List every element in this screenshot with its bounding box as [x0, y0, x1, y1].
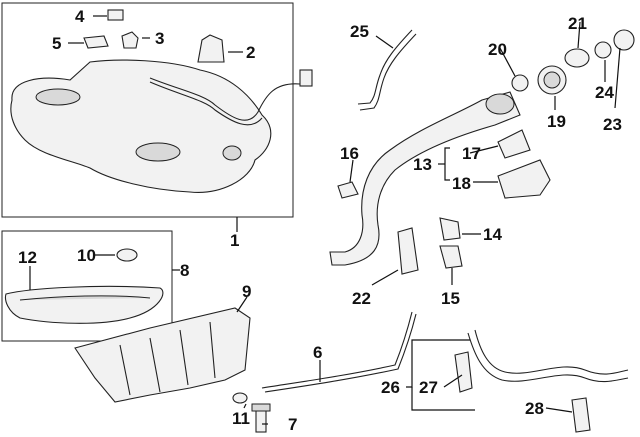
- callout-10: 10: [77, 246, 96, 265]
- heat-shield-part-9: [74, 307, 251, 403]
- callout-1: 1: [230, 231, 239, 250]
- strap-part-6: [261, 311, 413, 389]
- callout-14: 14: [483, 225, 502, 244]
- pad-part-4: [107, 9, 124, 21]
- cap-part-23: [613, 29, 635, 51]
- callout-26: 26: [381, 378, 400, 397]
- clamp-part-24: [594, 41, 612, 59]
- callout-28: 28: [525, 399, 544, 418]
- callout-24: 24: [595, 83, 614, 102]
- leader-lines: [29, 15, 621, 425]
- vent-hose-part-26: [474, 329, 629, 375]
- callout-9: 9: [242, 282, 251, 301]
- valve-part-27: [454, 351, 473, 393]
- seal-part-21: [564, 48, 590, 68]
- callout-21: 21: [568, 14, 587, 33]
- protector-part-12: [4, 285, 164, 324]
- callout-12: 12: [18, 248, 37, 267]
- callout-20: 20: [488, 40, 507, 59]
- plate-part-10: [116, 248, 138, 262]
- bolt-part-7: [251, 403, 271, 433]
- filler-pipe-part-13: [329, 91, 521, 266]
- callout-6: 6: [313, 343, 322, 362]
- shroud-part-18: [497, 159, 551, 199]
- clip-part-14: [439, 217, 461, 241]
- callout-4: 4: [75, 7, 85, 26]
- fuel-tank-frame: [1, 2, 294, 218]
- pad-part-5: [83, 35, 109, 49]
- callout-5: 5: [52, 34, 61, 53]
- bracket-part-16: [337, 181, 359, 199]
- clip-part-15: [439, 245, 463, 269]
- bracket-part-2: [197, 34, 225, 63]
- nut-part-11: [232, 392, 248, 404]
- gasket-part-20: [511, 74, 529, 92]
- callout-22: 22: [352, 289, 371, 308]
- callout-17: 17: [462, 144, 481, 163]
- cushion-part-3: [121, 31, 139, 49]
- callout-18: 18: [452, 174, 471, 193]
- callout-3: 3: [155, 29, 164, 48]
- shroud-part-17: [497, 129, 531, 159]
- callout-8: 8: [180, 261, 189, 280]
- callout-27: 27: [419, 378, 438, 397]
- callout-16: 16: [340, 144, 359, 163]
- clip-part-28: [571, 397, 591, 433]
- callout-15: 15: [441, 289, 460, 308]
- callout-23: 23: [603, 115, 622, 134]
- callout-25: 25: [350, 22, 369, 41]
- callout-19: 19: [547, 112, 566, 131]
- clip-part-22: [397, 227, 419, 275]
- fuel-tank: [10, 59, 313, 193]
- protector-frame: [1, 230, 173, 342]
- callout-2: 2: [246, 43, 255, 62]
- callout-11: 11: [232, 409, 250, 428]
- callout-7: 7: [288, 415, 297, 434]
- breather-tube-part-25: [357, 29, 413, 105]
- callout-13: 13: [413, 155, 432, 174]
